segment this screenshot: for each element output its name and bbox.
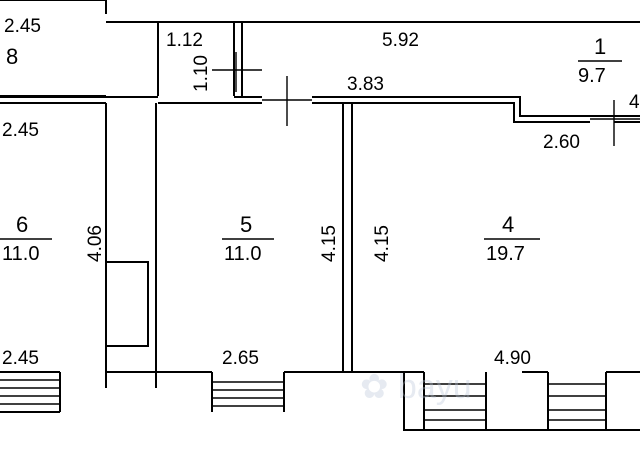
room-6-number: 6 — [16, 212, 28, 237]
room-5-number: 5 — [240, 212, 252, 237]
window-bottom-left — [0, 379, 60, 405]
dim-partial-right: 4 — [629, 92, 640, 113]
dim-corridor-length: 5.92 — [382, 30, 419, 51]
dim-corridor-lower: 3.83 — [347, 74, 384, 95]
room-1-area: 9.7 — [578, 65, 606, 87]
wall-duct — [106, 261, 149, 347]
door-cross-right — [590, 100, 640, 146]
window-bottom-2 — [423, 372, 487, 430]
wall-corridor-lower — [0, 102, 640, 123]
dim-bathroom-width: 1.12 — [166, 30, 203, 51]
room-8-number: 8 — [6, 44, 18, 69]
dim-room6-bottom: 2.45 — [2, 348, 39, 369]
dim-room5-bottom: 2.65 — [222, 348, 259, 369]
room-1-number: 1 — [594, 34, 606, 59]
room-5-area: 11.0 — [224, 243, 261, 265]
room-1-label: 1 9.7 — [578, 34, 622, 87]
room-5-label: 5 11.0 — [222, 212, 274, 265]
dim-room5-height: 4.15 — [319, 225, 340, 262]
room-4-area: 19.7 — [486, 243, 525, 265]
dim-top-left: 2.45 — [4, 16, 41, 37]
window-bottom-1 — [212, 381, 284, 407]
watermark: ✿ bayu — [360, 368, 472, 406]
room-6-label: 6 11.0 — [0, 212, 52, 265]
room-4-number: 4 — [502, 212, 514, 237]
room-6-area: 11.0 — [2, 243, 39, 265]
wall-bottom-outer — [0, 372, 640, 431]
dim-room4-bottom: 4.90 — [494, 348, 531, 369]
dim-room6-top: 2.45 — [2, 120, 39, 141]
room-8-label: 8 — [6, 44, 18, 69]
dim-room4-height: 4.15 — [372, 225, 393, 262]
dim-room1-bottom: 2.60 — [543, 132, 580, 153]
door-cross-bathroom — [212, 52, 262, 92]
window-bottom-3 — [547, 372, 607, 430]
dim-room6-height: 4.06 — [85, 225, 106, 262]
dim-bathroom-depth: 1.10 — [191, 55, 212, 92]
room-4-label: 4 19.7 — [484, 212, 540, 265]
wall-corridor-upper — [0, 96, 640, 117]
wall-bathroom-box — [157, 22, 243, 96]
door-cross-corridor — [262, 76, 312, 126]
